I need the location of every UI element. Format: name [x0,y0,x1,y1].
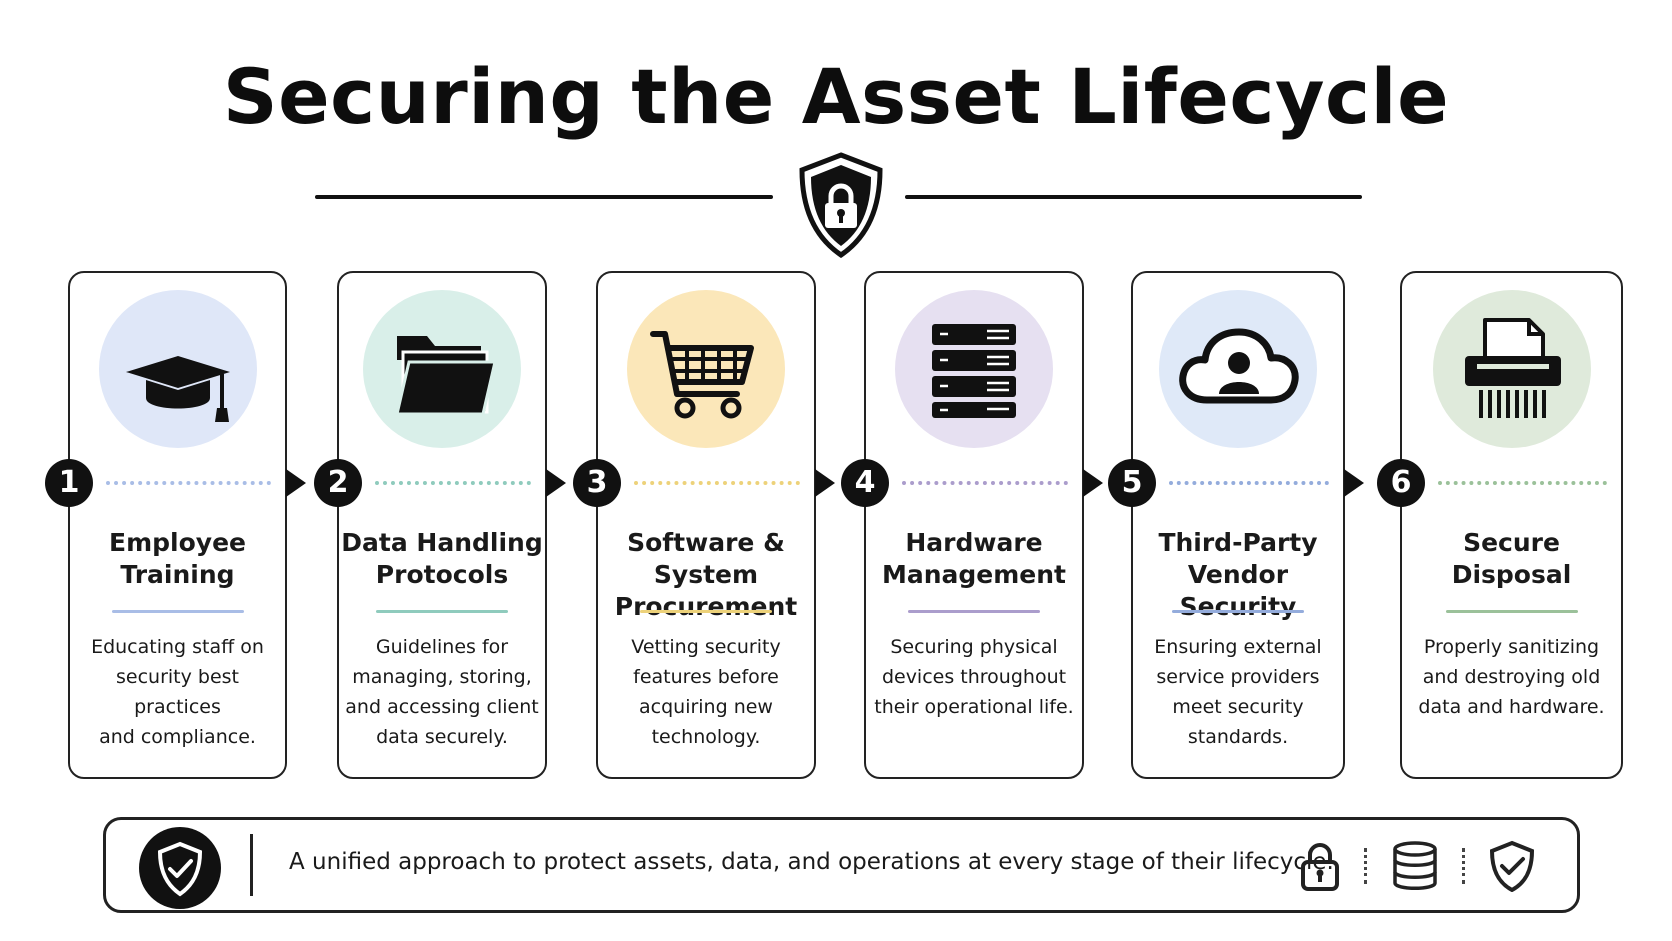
step-number-badge: 2 [314,459,362,507]
banner-divider [250,834,253,896]
banner-dotted-divider [1462,848,1465,884]
summary-banner: A unified approach to protect assets, da… [103,817,1580,913]
lock-icon [1301,843,1339,891]
stage-title-underline [376,610,508,613]
step-number-badge: 1 [45,459,93,507]
step-dotted-connector [375,481,531,485]
step-dotted-connector [902,481,1068,485]
stage-title-underline [908,610,1040,613]
step-number-badge: 6 [1377,459,1425,507]
server-icon [932,324,1016,418]
title-divider-left [315,195,773,199]
step-dotted-connector [1169,481,1329,485]
step-arrow-icon [815,469,835,497]
step-dotted-connector [634,481,800,485]
stage-title-underline [640,610,772,613]
shredder-icon [1464,318,1561,418]
step-dotted-connector [106,481,271,485]
stage-icon-circle [627,290,785,448]
title-divider-right [905,195,1362,199]
stage-title-underline [1172,610,1304,613]
banner-text: A unified approach to protect assets, da… [289,849,1334,875]
shield-check-icon [1489,840,1535,892]
shield-lock-icon [799,152,883,258]
step-arrow-icon [546,469,566,497]
step-number-badge: 3 [573,459,621,507]
step-arrow-icon [1344,469,1364,497]
stage-icon-circle [895,290,1053,448]
stage-icon-circle [1159,290,1317,448]
stage-title-underline [1445,610,1578,613]
graduation-cap-icon [125,356,230,422]
step-dotted-connector [1438,481,1607,485]
database-icon [1393,841,1437,890]
step-number-badge: 5 [1108,459,1156,507]
step-number-badge: 4 [841,459,889,507]
stage-icon-circle [98,290,257,448]
shield-check-icon [139,827,221,909]
step-arrow-icon [1083,469,1103,497]
stage-title-underline [111,610,244,613]
folder-icon [395,336,497,416]
stage-icon-circle [1432,290,1591,448]
step-arrow-icon [286,469,306,497]
banner-dotted-divider [1364,848,1367,884]
shopping-cart-icon [650,331,754,419]
stage-icon-circle [363,290,521,448]
page-title: Securing the Asset Lifecycle [222,52,1450,141]
cloud-user-icon [1179,328,1299,404]
